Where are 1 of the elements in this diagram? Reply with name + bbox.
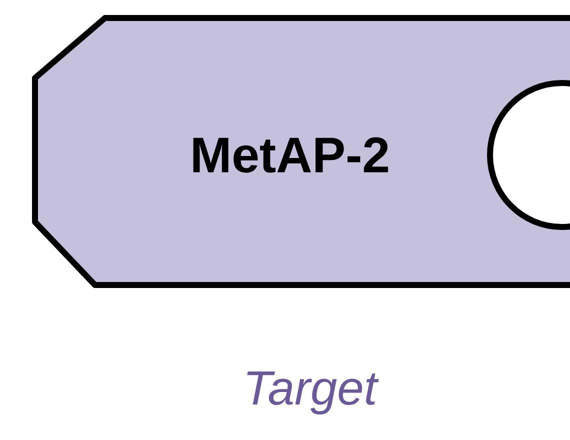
- node-label: Target: [247, 372, 379, 414]
